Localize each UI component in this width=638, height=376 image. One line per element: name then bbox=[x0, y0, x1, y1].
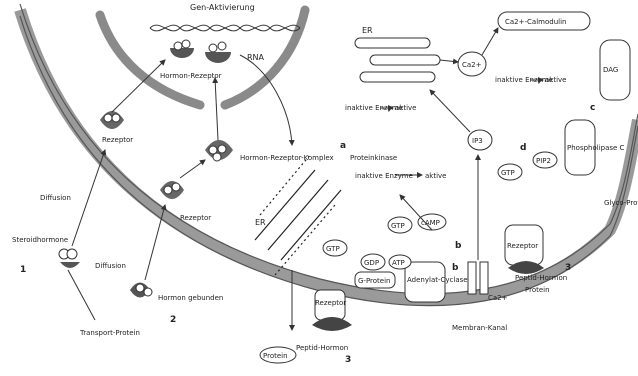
er-left-label: ER bbox=[255, 218, 266, 227]
protein-right-label: Protein bbox=[525, 286, 550, 294]
membrane-channel-right-wall bbox=[480, 262, 488, 294]
er-top bbox=[355, 38, 440, 82]
cytosolic-receptor-mid bbox=[160, 181, 184, 199]
receptor-on-dna-left bbox=[170, 40, 194, 58]
gdp-label: GDP bbox=[364, 259, 379, 267]
diffusion-mid-label: Diffusion bbox=[95, 262, 126, 270]
dna-helix bbox=[150, 25, 300, 31]
label-3b: 3 bbox=[565, 263, 571, 273]
hormone-receptor-complex-label: Hormon-Rezeptor-Komplex bbox=[240, 154, 334, 162]
protein-kinase-label: Proteinkinase bbox=[350, 154, 397, 162]
phospholipase-label: Phospholipase C bbox=[567, 144, 625, 152]
camp-label: cAMP bbox=[421, 219, 440, 227]
diffusion-top-label: Diffusion bbox=[40, 194, 71, 202]
receptor-on-dna-right bbox=[205, 42, 231, 63]
receptor-left-label: Rezeptor bbox=[315, 299, 346, 307]
receptor-right-label: Rezeptor bbox=[507, 242, 538, 250]
active-top-label: aktive bbox=[395, 104, 416, 112]
active-mid-label: aktive bbox=[425, 172, 446, 180]
gene-activation-label: Gen-Aktivierung bbox=[190, 3, 255, 12]
er-top-label: ER bbox=[362, 26, 373, 35]
active-right-label: aktive bbox=[545, 76, 566, 84]
steroid-hormone-1 bbox=[59, 249, 80, 268]
calcium-channel-label: Ca2+ bbox=[488, 294, 508, 302]
cytosolic-receptor-top bbox=[100, 111, 124, 129]
label-c: c bbox=[590, 103, 595, 113]
glyco-label: Glyco-Protein bbox=[604, 199, 638, 207]
pip2-label: PIP2 bbox=[536, 157, 551, 165]
receptor-mid-label: Rezeptor bbox=[180, 214, 211, 222]
inactive-enzyme-mid-label: inaktive Enzyme bbox=[355, 172, 413, 180]
membrane-channel-left-wall bbox=[468, 262, 476, 294]
protein-left-label: Protein bbox=[263, 352, 288, 360]
label-d: d bbox=[520, 143, 526, 153]
label-2: 2 bbox=[170, 315, 176, 325]
carrier-label: Transport-Protein bbox=[79, 329, 140, 337]
label-3a: 3 bbox=[345, 355, 351, 365]
receptor-nuc-left-label: Rezeptor bbox=[102, 136, 133, 144]
carrier-bound-hormone bbox=[130, 283, 152, 298]
label-a: a bbox=[340, 141, 346, 151]
membrane-channel-label: Membran-Kanal bbox=[452, 324, 507, 332]
hormone-receptor-nuc-label: Hormon-Rezeptor bbox=[160, 72, 222, 80]
gtp-c-label: GTP bbox=[501, 169, 515, 177]
adenylate-cyclase-label: Adenylat-Cyclase bbox=[407, 276, 468, 284]
label-b: b bbox=[452, 263, 459, 273]
label-b2: b bbox=[455, 241, 462, 251]
nucleus-envelope-right bbox=[225, 10, 305, 105]
hormone-receptor-complex bbox=[205, 140, 233, 161]
peptide-hormone-right-label: Peptid-Hormon bbox=[515, 274, 567, 282]
atp-label: ATP bbox=[392, 259, 405, 267]
rough-er-left bbox=[255, 155, 341, 275]
calmodulin-label: Ca2+-Calmodulin bbox=[505, 18, 566, 26]
dag-label: DAG bbox=[603, 66, 618, 74]
bound-hormone-label: Hormon gebunden bbox=[158, 294, 223, 302]
ip3-label: IP3 bbox=[472, 137, 483, 145]
calcium-top-label: Ca2+ bbox=[462, 61, 482, 69]
gtp-b-label: GTP bbox=[391, 222, 405, 230]
g-protein-label: G-Protein bbox=[358, 277, 391, 285]
steroid-hormones-label: Steroidhormone bbox=[12, 236, 68, 244]
gtp-a-label: GTP bbox=[326, 245, 340, 253]
peptide-hormone-left-label: Peptid-Hormon bbox=[296, 344, 348, 352]
label-1: 1 bbox=[20, 265, 26, 275]
